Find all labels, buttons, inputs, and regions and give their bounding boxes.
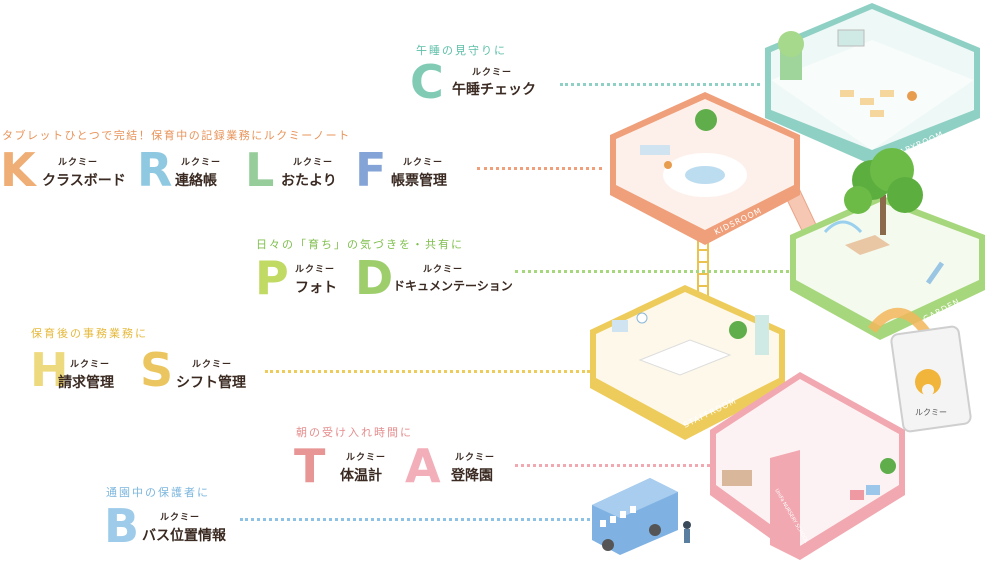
product-ruby: ルクミー: [293, 158, 334, 168]
product-name: クラスボード: [42, 173, 126, 189]
product-name: おたより: [281, 173, 337, 189]
product-shift[interactable]: S ルクミー シフト管理: [140, 343, 265, 397]
product-photo[interactable]: P ルクミー フォト: [255, 251, 355, 305]
product-attendance[interactable]: A ルクミー 登降園: [405, 439, 515, 493]
product-ruby: ルクミー: [455, 453, 496, 463]
letter-p-icon: P: [255, 251, 289, 305]
connector-line-admin: [265, 370, 590, 373]
letter-d-icon: D: [355, 251, 394, 305]
room-staffroom: STAFFROOM: [590, 285, 785, 440]
product-class-board[interactable]: K ルクミー クラスボード: [0, 143, 130, 197]
connector-line-note: [477, 167, 602, 170]
product-ruby: ルクミー: [346, 453, 387, 463]
section-caption-admin: 保育後の事務業務に: [31, 327, 148, 340]
section-caption-note: タブレットひとつで完結！保育中の記録業務にルクミーノート: [2, 129, 351, 142]
product-ruby: ルクミー: [423, 265, 464, 275]
room-garden: GARDEN: [790, 148, 985, 340]
product-ruby: ルクミー: [192, 360, 233, 370]
product-ruby: ルクミー: [58, 158, 99, 168]
letter-l-icon: L: [245, 143, 275, 197]
product-name: 午睡チェック: [452, 82, 536, 98]
product-ruby: ルクミー: [472, 68, 513, 78]
letter-s-icon: S: [140, 343, 174, 397]
product-form-management[interactable]: F ルクミー 帳票管理: [355, 143, 475, 197]
connector-line-nap: [560, 83, 760, 86]
lukumi-logo-icon: [915, 369, 941, 395]
product-newsletter[interactable]: L ルクミー おたより: [245, 143, 355, 197]
letter-r-icon: R: [137, 143, 173, 197]
letter-b-icon: B: [104, 499, 140, 553]
product-name: 体温計: [340, 468, 382, 484]
connector-line-bus: [240, 518, 590, 521]
product-name: バス位置情報: [142, 528, 226, 544]
letter-k-icon: K: [0, 143, 36, 197]
product-ruby: ルクミー: [403, 158, 444, 168]
letter-f-icon: F: [355, 143, 387, 197]
product-documentation[interactable]: D ルクミー ドキュメンテーション: [355, 251, 515, 305]
tablet: ルクミー: [890, 325, 972, 433]
product-ruby: ルクミー: [70, 360, 111, 370]
product-thermometer[interactable]: T ルクミー 体温計: [294, 439, 399, 493]
product-billing[interactable]: H ルクミー 請求管理: [30, 343, 135, 397]
product-name: シフト管理: [176, 375, 246, 391]
letter-t-icon: T: [294, 439, 326, 493]
bus-icon: [592, 478, 691, 555]
tablet-label: ルクミー: [915, 408, 947, 417]
section-caption-growth: 日々の「育ち」の気づきを・共有に: [256, 238, 464, 251]
product-name: 連絡帳: [175, 173, 217, 189]
letter-a-icon: A: [405, 439, 441, 493]
letter-c-icon: C: [410, 55, 444, 109]
product-ruby: ルクミー: [295, 265, 336, 275]
product-name: ドキュメンテーション: [393, 279, 513, 293]
product-name: 登降園: [451, 468, 493, 484]
room-babyroom: BABYROOM: [765, 3, 980, 165]
product-contact-book[interactable]: R ルクミー 連絡帳: [137, 143, 237, 197]
product-ruby: ルクミー: [160, 513, 201, 523]
section-caption-bus: 通園中の保護者に: [106, 486, 210, 499]
section-caption-nap: 午睡の見守りに: [416, 44, 507, 57]
product-name: 帳票管理: [391, 173, 447, 189]
product-name: フォト: [295, 280, 337, 296]
product-nap-check[interactable]: C ルクミー 午睡チェック: [410, 55, 540, 109]
connector-line-photo: [515, 270, 795, 273]
connector-line-morning: [515, 464, 710, 467]
product-ruby: ルクミー: [181, 158, 222, 168]
product-bus-location[interactable]: B ルクミー バス位置情報: [104, 499, 239, 553]
product-name: 請求管理: [58, 375, 114, 391]
room-entrance: UniFa NURSERY SCHOOL ENTRANCE: [710, 372, 905, 560]
section-caption-morning: 朝の受け入れ時間に: [296, 426, 413, 439]
letter-h-icon: H: [30, 343, 69, 397]
